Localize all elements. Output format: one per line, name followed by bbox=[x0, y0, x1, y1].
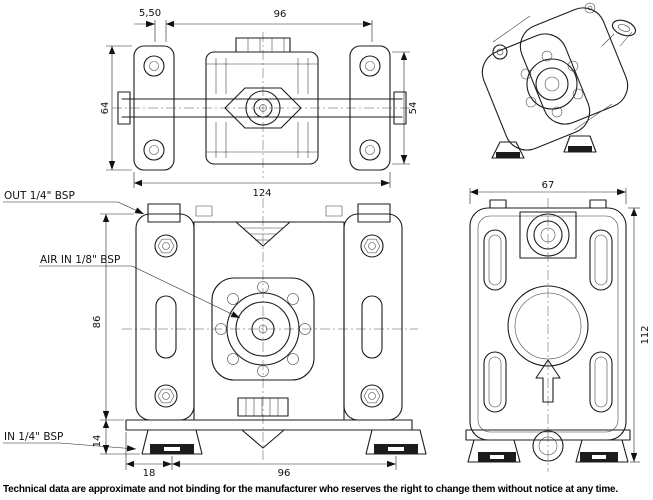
center-boss bbox=[224, 87, 302, 129]
drain-triangle bbox=[241, 429, 285, 449]
bolt-washer bbox=[143, 55, 165, 77]
iso-port bbox=[611, 19, 637, 37]
dim-side-height: 112 bbox=[640, 325, 651, 344]
isometric-view bbox=[481, 2, 637, 159]
bottom-grill bbox=[237, 397, 289, 417]
top-view-dimensions: 5,50 96 64 54 124 bbox=[100, 8, 419, 199]
top-port-boss bbox=[519, 211, 577, 259]
in-leader-line bbox=[59, 442, 137, 452]
side-view-dimensions: 67 112 bbox=[469, 180, 651, 463]
tie-rod-slot bbox=[483, 351, 507, 413]
out-port bbox=[147, 203, 181, 223]
left-housing bbox=[133, 45, 175, 171]
technical-drawing-canvas: 5,50 96 64 54 124 bbox=[3, 2, 651, 479]
top-right-port bbox=[357, 203, 391, 223]
dim-feet-span: 96 bbox=[278, 468, 291, 479]
iso-back-plate bbox=[519, 7, 629, 125]
hex-bolt bbox=[154, 234, 178, 258]
iso-left-foot bbox=[491, 141, 525, 159]
hex-bolt bbox=[360, 384, 384, 408]
muffler-top bbox=[235, 37, 291, 53]
side-right-foot bbox=[575, 439, 629, 463]
bolt-washer bbox=[359, 55, 381, 77]
bolt-washer bbox=[359, 139, 381, 161]
side-left-foot bbox=[467, 439, 521, 463]
up-arrow-icon bbox=[535, 359, 561, 403]
base-bar bbox=[125, 419, 413, 431]
top-view bbox=[112, 32, 412, 178]
side-base-bar bbox=[465, 429, 631, 441]
left-foot bbox=[141, 429, 203, 455]
bolt-washer bbox=[143, 139, 165, 161]
footer-disclaimer: Technical data are approximate and not b… bbox=[3, 484, 618, 495]
iso-front-plate bbox=[481, 33, 591, 151]
tie-rod-slot bbox=[483, 229, 507, 291]
right-housing bbox=[349, 45, 391, 171]
hex-bolt bbox=[154, 384, 178, 408]
dim-port-offset: 5,50 bbox=[139, 8, 161, 19]
tie-rod-slot bbox=[589, 351, 613, 413]
front-view-labels: OUT 1/4" BSP AIR IN 1/8" BSP IN 1/4" BSP bbox=[3, 190, 241, 452]
label-in-port: IN 1/4" BSP bbox=[4, 431, 63, 443]
left-port-stub bbox=[117, 91, 131, 125]
out-leader-line bbox=[80, 201, 145, 215]
iso-bolt bbox=[492, 44, 508, 60]
tie-rod-slot bbox=[589, 229, 613, 291]
dim-overall-width: 124 bbox=[252, 188, 271, 199]
front-view-dimensions: 86 14 18 96 bbox=[92, 213, 397, 479]
label-out-port: OUT 1/4" BSP bbox=[4, 190, 75, 202]
dim-top-width: 96 bbox=[274, 9, 287, 20]
air-valve-housing bbox=[211, 277, 315, 381]
right-foot bbox=[365, 429, 427, 455]
dim-foot-height: 14 bbox=[92, 435, 103, 448]
dim-right-height: 54 bbox=[408, 102, 419, 115]
label-air-in-port: AIR IN 1/8" BSP bbox=[40, 254, 120, 266]
front-view bbox=[122, 198, 427, 462]
hex-bolt bbox=[360, 234, 384, 258]
dim-body-height: 86 bbox=[92, 316, 103, 329]
dim-foot-offset: 18 bbox=[143, 468, 156, 479]
dim-left-height: 64 bbox=[100, 102, 111, 115]
center-body bbox=[193, 221, 345, 421]
side-center-chamber bbox=[507, 285, 589, 367]
side-body-inner bbox=[477, 215, 619, 433]
bottom-port bbox=[532, 430, 564, 462]
iso-center-hub bbox=[526, 58, 578, 110]
side-view bbox=[465, 198, 631, 472]
iso-right-foot bbox=[563, 135, 597, 153]
dim-side-width: 67 bbox=[542, 180, 555, 191]
air-in-leader-line bbox=[131, 265, 241, 319]
